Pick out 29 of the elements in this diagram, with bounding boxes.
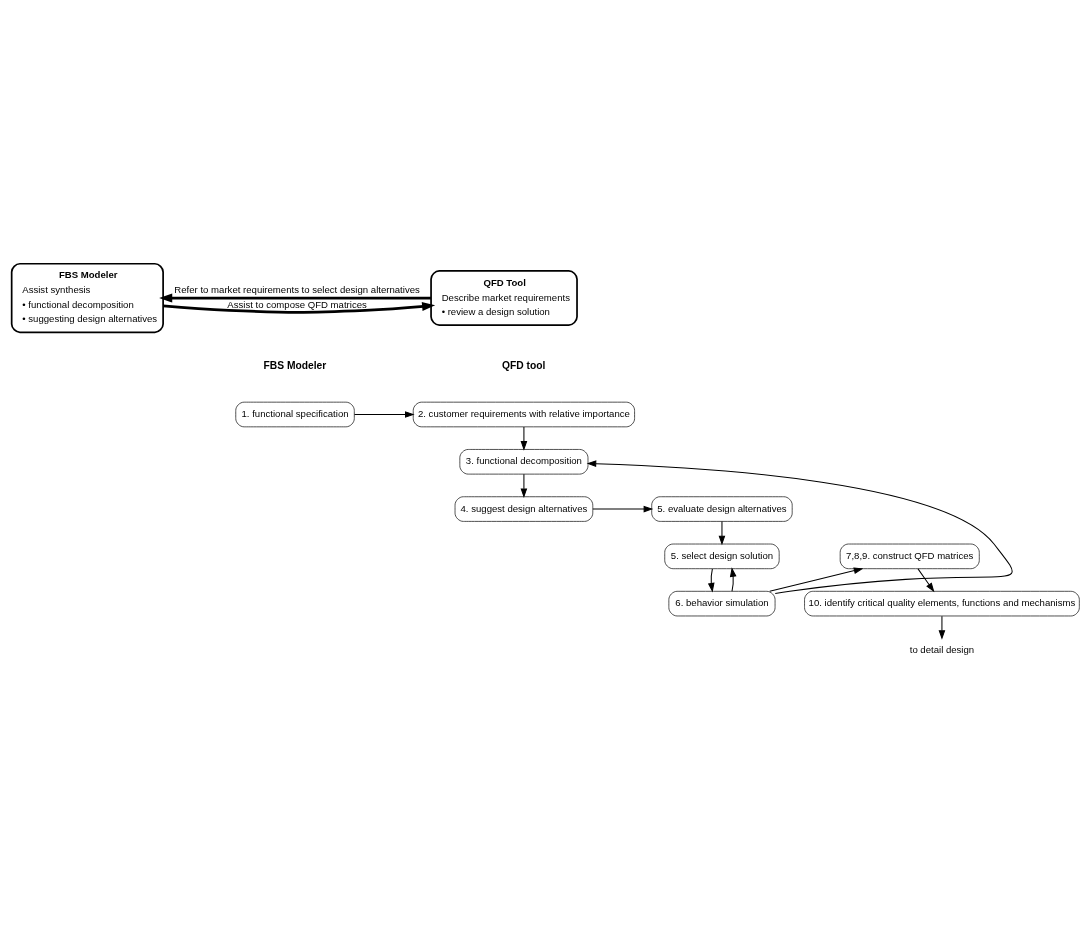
- arrow: [729, 567, 737, 592]
- node-text: to detail design: [909, 644, 975, 656]
- arrow: [163, 301, 436, 314]
- node-box: 5. evaluate design alternatives: [651, 496, 793, 522]
- arrow: [718, 521, 726, 546]
- arrow: [520, 426, 528, 451]
- arrow: [353, 411, 415, 418]
- edge-label: Refer to market requirements to select design alternatives: [174, 284, 420, 296]
- label: QFD tool: [501, 359, 546, 371]
- arrow: [159, 293, 431, 303]
- node-box: FBS Modeler Assist synthesis • functional decomposition • suggesting design alternatives: [10, 262, 164, 334]
- arrow: [917, 568, 935, 593]
- arrow: [586, 460, 1013, 594]
- arrow: [520, 473, 528, 498]
- node-box: 1. functional specification: [235, 401, 355, 428]
- label: FBS Modeler: [263, 359, 327, 371]
- node-box: 6. behavior simulation: [668, 590, 776, 617]
- node-box: 4. suggest design alternatives: [454, 496, 594, 522]
- arrow: [938, 615, 946, 640]
- node-box: 2. customer requirements with relative importance: [412, 401, 635, 428]
- arrow: [707, 568, 715, 593]
- edge-label: Assist to compose QFD matrices: [227, 298, 367, 310]
- node-box: 7,8,9. construct QFD matrices: [839, 543, 980, 570]
- arrow: [769, 567, 864, 592]
- arrow: [592, 505, 654, 513]
- node-box: 3. functional decomposition: [459, 449, 589, 475]
- node-box: 10. identify critical quality elements, functions and mechanisms: [804, 590, 1080, 617]
- node-box: 5. select design solution: [664, 543, 780, 570]
- node-box: QFD Tool Describe market requirements • review a design solution: [430, 270, 578, 326]
